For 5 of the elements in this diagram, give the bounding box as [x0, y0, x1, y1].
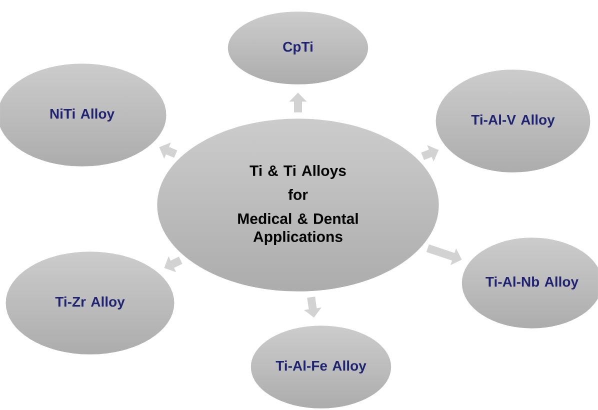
ellipse-node: Ti-Al-Fe Alloy: [250, 324, 392, 410]
ellipse-node: Ti-Zr Alloy: [4, 250, 176, 356]
ellipse-node: CpTi: [226, 10, 370, 86]
ellipse-node: Ti-Al-V Alloy: [434, 68, 592, 174]
ellipse-node: Ti & Ti Alloys for Medical & Dental Applications: [156, 117, 440, 293]
